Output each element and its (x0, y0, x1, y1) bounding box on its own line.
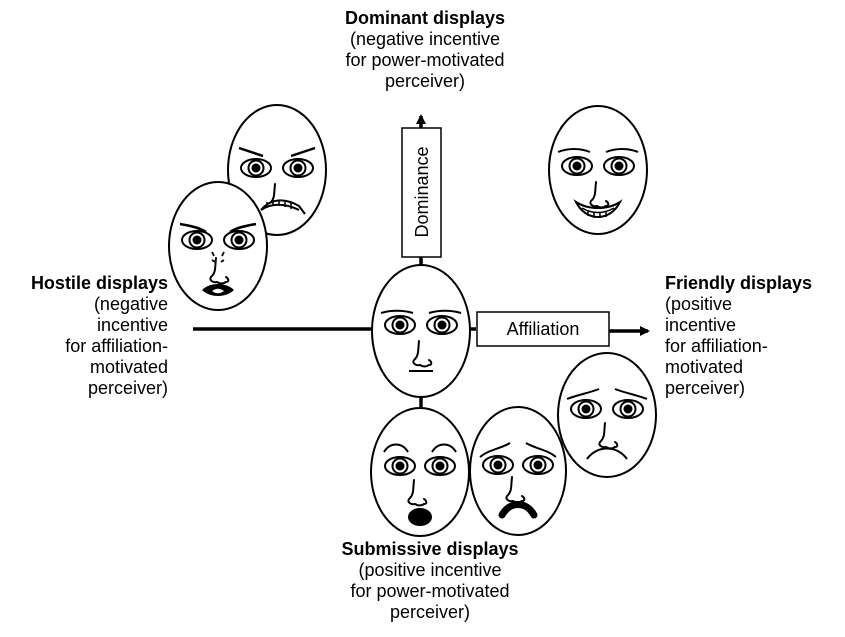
dominance-axis-box (401, 127, 442, 258)
hostile-displays-line: (negative (93, 294, 168, 314)
eyebrow-icon (290, 146, 316, 158)
eyebrow-icon (614, 388, 648, 400)
eye-icon (570, 399, 602, 419)
eyebrow-icon (431, 443, 457, 453)
mouth-icon (573, 199, 623, 218)
eye-icon (282, 158, 314, 178)
hostile-displays-line: incentive (96, 315, 168, 335)
friendly-displays-label: Friendly displays (positive incentive fo… (665, 273, 845, 399)
eye-icon (384, 315, 416, 335)
dominant-displays-title: Dominant displays (344, 8, 506, 28)
eye-icon (522, 455, 554, 475)
eyebrow-icon (383, 443, 409, 453)
eyebrow-icon (229, 222, 257, 234)
hostile-displays-line: perceiver) (87, 378, 168, 398)
friendly-displays-line: for affiliation- (665, 336, 768, 356)
mouth-icon (498, 501, 538, 519)
affiliation-axis-label: Affiliation (507, 319, 580, 339)
eyebrow-icon (605, 148, 639, 153)
dominant-displays-line: perceiver) (384, 71, 466, 91)
eye-icon (424, 456, 456, 476)
submissive-displays-label: Submissive displays (positive incentive … (290, 539, 570, 623)
submissive-displays-line: for power-motivated (350, 581, 510, 601)
face-neutral (371, 264, 471, 398)
eyebrow-icon (380, 309, 414, 314)
face-angry-shout (168, 181, 268, 311)
hostile-displays-line: motivated (89, 357, 168, 377)
face-sad (557, 352, 657, 478)
eye-icon (603, 156, 635, 176)
eyebrow-icon (479, 442, 511, 458)
teeth-icon (266, 200, 292, 209)
teeth-icon (587, 210, 607, 218)
eye-icon (482, 455, 514, 475)
eye-icon (384, 456, 416, 476)
mouth-icon (408, 508, 432, 526)
hostile-displays-line: for affiliation- (65, 336, 168, 356)
eyebrow-icon (566, 388, 600, 400)
face-smiling (548, 105, 648, 235)
dominance-axis-label: Dominance (412, 146, 432, 237)
mouth-icon (586, 447, 628, 460)
dominant-displays-line: for power-motivated (345, 50, 505, 70)
eye-icon (223, 230, 255, 250)
submissive-displays-title: Submissive displays (341, 539, 519, 559)
eye-icon (612, 399, 644, 419)
hostile-displays-label: Hostile displays (negative incentive for… (0, 273, 168, 399)
dominant-displays-label: Dominant displays (negative incentive fo… (300, 8, 550, 92)
friendly-displays-line: motivated (665, 357, 744, 377)
friendly-displays-line: (positive (665, 294, 733, 314)
face-fearful (469, 406, 567, 536)
eye-icon (240, 158, 272, 178)
affiliation-axis-box (476, 311, 610, 347)
submissive-displays-line: (positive incentive (358, 560, 502, 580)
eyebrow-icon (525, 442, 557, 458)
eyebrow-icon (179, 222, 207, 234)
hostile-displays-title: Hostile displays (30, 273, 168, 293)
submissive-displays-line: perceiver) (389, 602, 471, 622)
friendly-displays-line: incentive (665, 315, 737, 335)
eye-icon (561, 156, 593, 176)
eye-icon (426, 315, 458, 335)
friendly-displays-line: perceiver) (665, 378, 746, 398)
dominant-displays-line: (negative incentive (349, 29, 501, 49)
eyebrow-icon (238, 146, 264, 158)
face-surprised (370, 407, 470, 537)
eye-icon (181, 230, 213, 250)
friendly-displays-title: Friendly displays (665, 273, 813, 293)
eyebrow-icon (428, 309, 462, 314)
eyebrow-icon (557, 148, 591, 153)
